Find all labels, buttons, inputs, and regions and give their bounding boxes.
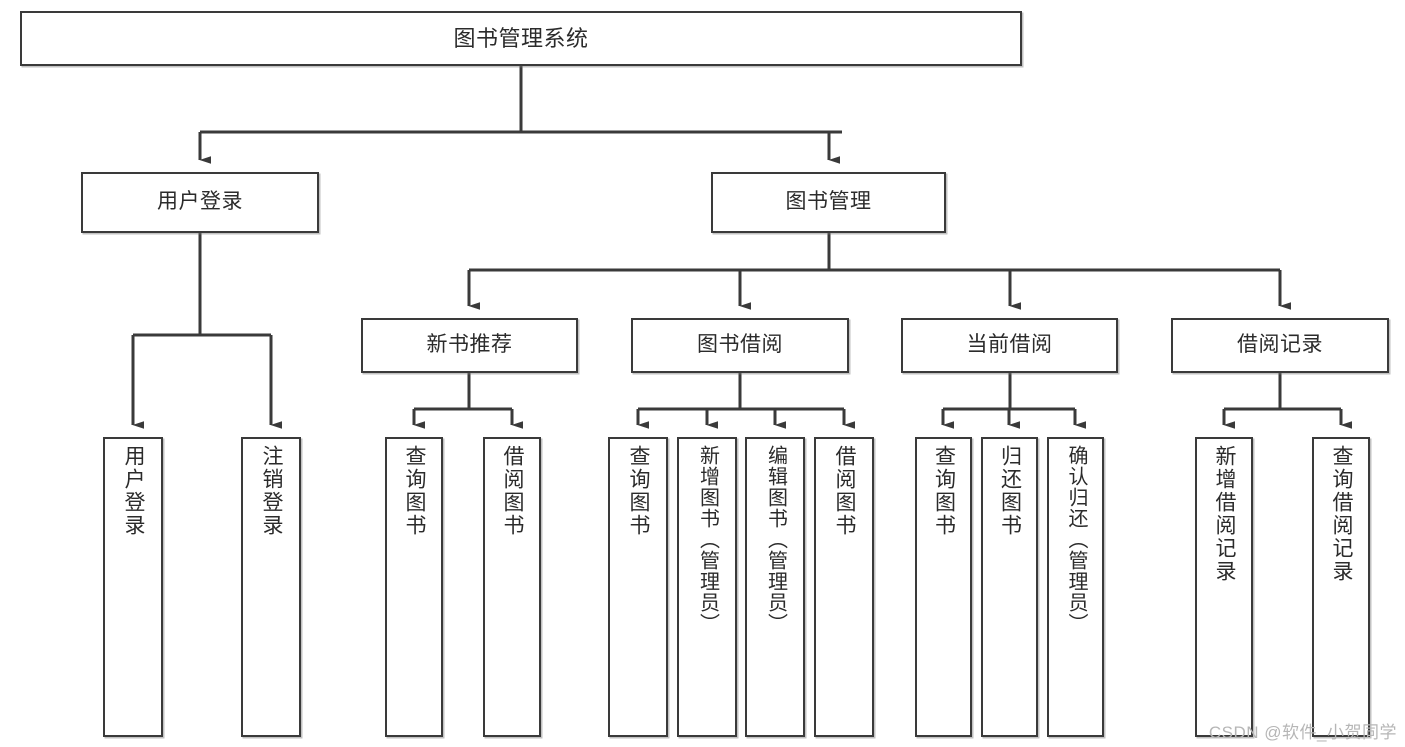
node-leaf-confirm-return[interactable]: 确认归还（管理员） [1047, 437, 1104, 737]
node-leaf-user-logout[interactable]: 注销登录 [241, 437, 301, 737]
csdn-watermark: CSDN @软件_小贺同学 [1208, 723, 1397, 742]
node-leaf-add-book[interactable]: 新增图书（管理员） [677, 437, 737, 737]
node-leaf-query-book-cur[interactable]: 查询图书 [915, 437, 972, 737]
node-user-login[interactable]: 用户登录 [81, 172, 319, 233]
node-leaf-query-book-rec-label: 查询图书 [403, 445, 427, 537]
node-book-manage[interactable]: 图书管理 [711, 172, 946, 233]
node-borrow-record-label: 借阅记录 [1237, 333, 1323, 357]
node-leaf-edit-book[interactable]: 编辑图书（管理员） [745, 437, 805, 737]
node-book-borrow-label: 图书借阅 [697, 333, 783, 357]
node-leaf-edit-book-label: 编辑图书（管理员） [764, 445, 787, 634]
node-leaf-borrow-book-rec[interactable]: 借阅图书 [483, 437, 541, 737]
node-book-borrow[interactable]: 图书借阅 [631, 318, 849, 373]
node-root[interactable]: 图书管理系统 [20, 11, 1022, 66]
node-leaf-confirm-return-label: 确认归还（管理员） [1065, 445, 1087, 634]
node-leaf-borrow-book-rec-label: 借阅图书 [501, 445, 525, 537]
node-leaf-user-login[interactable]: 用户登录 [103, 437, 163, 737]
node-leaf-user-login-label: 用户登录 [122, 445, 146, 537]
node-leaf-query-book-borrow[interactable]: 查询图书 [608, 437, 668, 737]
node-leaf-user-logout-label: 注销登录 [260, 445, 284, 537]
node-new-book-rec-label: 新书推荐 [426, 333, 513, 357]
node-current-borrow[interactable]: 当前借阅 [901, 318, 1118, 373]
node-leaf-return-book-label: 归还图书 [998, 445, 1022, 537]
node-leaf-query-book-cur-label: 查询图书 [932, 445, 956, 537]
node-leaf-return-book[interactable]: 归还图书 [981, 437, 1038, 737]
node-current-borrow-label: 当前借阅 [966, 333, 1053, 357]
node-new-book-rec[interactable]: 新书推荐 [361, 318, 578, 373]
node-leaf-borrow-book-label: 借阅图书 [833, 445, 857, 537]
node-leaf-add-book-label: 新增图书（管理员） [696, 445, 719, 634]
node-leaf-query-book-rec[interactable]: 查询图书 [385, 437, 443, 737]
node-leaf-add-record[interactable]: 新增借阅记录 [1195, 437, 1253, 737]
node-leaf-query-record[interactable]: 查询借阅记录 [1312, 437, 1370, 737]
node-root-label: 图书管理系统 [453, 25, 589, 51]
node-leaf-borrow-book[interactable]: 借阅图书 [814, 437, 874, 737]
node-user-login-label: 用户登录 [157, 190, 243, 214]
node-book-manage-label: 图书管理 [785, 190, 872, 214]
node-leaf-query-book-borrow-label: 查询图书 [627, 445, 651, 537]
node-borrow-record[interactable]: 借阅记录 [1171, 318, 1389, 373]
node-leaf-query-record-label: 查询借阅记录 [1330, 445, 1354, 583]
node-leaf-add-record-label: 新增借阅记录 [1213, 445, 1237, 583]
